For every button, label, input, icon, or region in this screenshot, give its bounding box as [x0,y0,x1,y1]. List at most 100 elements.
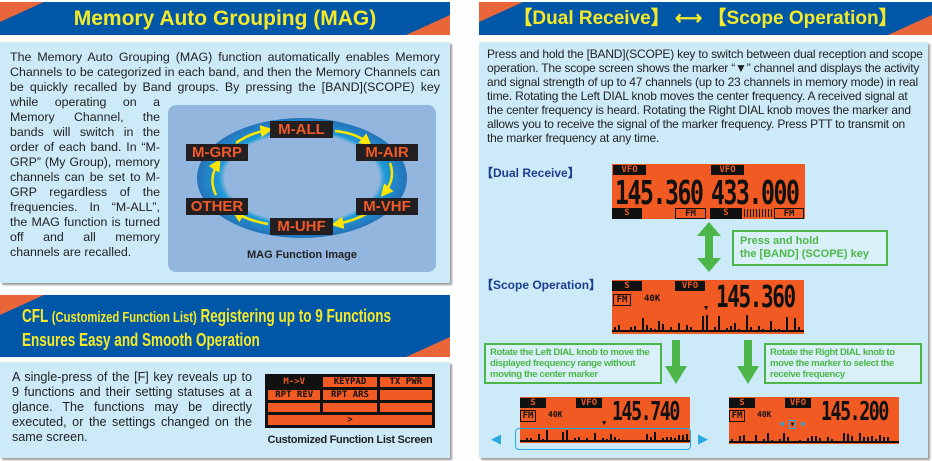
scope-bar [851,436,853,443]
scope-bar [759,441,761,443]
scope-display: S VFO FM 40K 145.360 ▼ [612,280,804,334]
mag-label-m-vhf: M-VHF [356,198,418,215]
cfl-title-prefix: CFL [22,306,49,326]
scope-bar [618,439,620,442]
scope-bar [770,321,772,332]
scope-bar [626,330,628,332]
cfl-cell-tx-pwr: TX PWR [378,376,433,388]
s-meter-label: S [520,398,546,408]
cfl-cell-empty [378,402,433,413]
scope-bars [612,312,804,332]
scope-bar [654,329,656,332]
scope-bar [879,435,881,443]
scope-bar [779,439,781,443]
scope-bar [686,325,688,332]
step-indicator: 40K [548,410,563,419]
scope-bar [566,430,568,442]
scope-bar [670,327,672,332]
mag-title: Memory Auto Grouping (MAG) [73,7,377,30]
s-meter-label: S [612,281,642,291]
scope-bar [799,440,801,443]
scope-baseline [612,330,804,332]
scope-bar [622,440,624,442]
down-arrow-icon [665,340,687,384]
scope-bar [790,330,792,332]
scope-bar [674,330,676,332]
scope-bar [734,323,736,332]
scope-bars [520,427,690,442]
scope-bar [746,315,748,332]
mag-panel: The Memory Auto Grouping (MAG) function … [0,42,450,283]
scope-bar [522,440,524,442]
cfl-banner: CFL (Customized Function List) Registeri… [0,295,450,357]
scope-bar [819,438,821,443]
scope-bar [791,441,793,443]
scope-bar [706,315,708,332]
scope-bar [859,433,861,443]
scope-bar [634,326,636,332]
cfl-title-line2: Ensures Easy and Smooth Operation [22,330,260,350]
cfl-cell-empty [378,389,433,401]
frequency-b: 433.000 [711,173,800,212]
mag-label-other: OTHER [186,198,248,215]
cfl-panel: A single-press of the [F] key reveals up… [0,362,450,458]
scope-bar [634,440,636,442]
right-dial-frequency: 145.200 [821,397,889,427]
vfo-indicator: VFO [675,281,705,291]
scope-bar [730,326,732,332]
scope-bar [646,325,648,332]
scope-bar [630,327,632,332]
scope-bar [803,441,805,443]
left-arrow-icon: ◀ [491,431,501,446]
scope-bar [646,434,648,442]
scope-bar [574,438,576,442]
scope-frequency: 145.360 [716,280,796,315]
scope-bar [798,327,800,332]
scope-bar [731,439,733,443]
scope-bar [638,330,640,332]
scope-bar [662,324,664,332]
scope-bar [839,441,841,443]
scope-bar [554,440,556,442]
vfo-indicator: VFO [576,398,602,408]
scope-bar [570,440,572,442]
s-meter-label: S [612,208,642,219]
scope-bar [670,437,672,442]
scope-bar [775,441,777,443]
scope-baseline [729,441,899,443]
cfl-cell-rpt-rev: RPT REV [267,389,322,401]
scope-bar [538,434,540,442]
cfl-cell-rpt-ars: RPT ARS [322,389,378,401]
scope-bar [682,330,684,332]
mag-intro: The Memory Auto Grouping (MAG) function … [10,50,440,94]
mag-label-m-grp: M-GRP [186,144,248,161]
scope-bar [754,330,756,332]
scope-bar [682,435,684,442]
scroll-range-box [515,428,691,450]
scope-bar [738,329,740,332]
scope-bar [714,327,716,332]
scope-bar [843,433,845,443]
scope-bar [650,437,652,442]
scope-bar [751,441,753,443]
right-dial-display: S VFO FM 40K 145.200 ◀ ▼ ▶ [729,397,899,444]
scope-bar [678,323,680,332]
dual-banner: 【Dual Receive】 ⟷ 【Scope Operation】 [479,2,932,35]
mag-banner: Memory Auto Grouping (MAG) [0,2,450,35]
scope-bar [698,330,700,332]
scope-bar [831,439,833,443]
cfl-text: A single-press of the [F] key reveals up… [12,370,252,444]
scope-bar [614,437,616,442]
s-meter-label: S [710,208,742,219]
scope-bar [742,330,744,332]
scope-bars [729,430,899,443]
scope-bar [590,440,592,442]
press-hold-line-1: Press and hold [740,235,819,247]
scope-bar [855,441,857,443]
scope-bar [594,433,596,442]
scope-bar [739,436,741,443]
scope-bar [827,437,829,443]
right-dial-note: Rotate the Right DIAL knob to move the m… [764,343,922,384]
scope-bar [694,330,696,332]
scope-bar [666,437,668,442]
